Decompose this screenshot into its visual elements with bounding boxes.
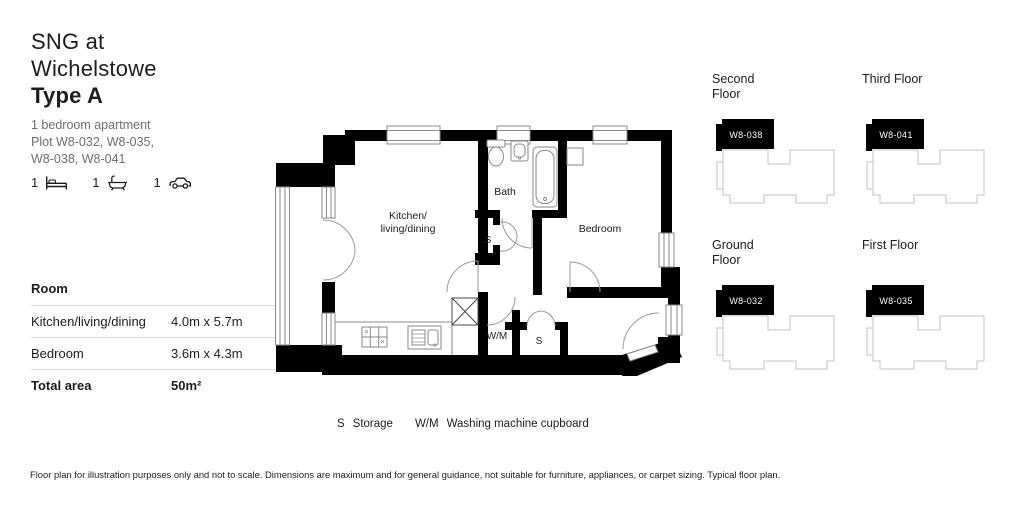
header-block: SNG at Wichelstowe Type A (31, 28, 157, 109)
car-icon (168, 175, 192, 190)
table-row-bedroom: Bedroom 3.6m x 4.3m (31, 338, 285, 370)
boiler-cupboard (451, 297, 479, 326)
total-area-value: 50m² (171, 378, 202, 393)
wm-door-arc (486, 296, 516, 326)
floor-locator-first: First Floor W8-035 (850, 238, 990, 370)
storage1-bifold-arcs (499, 221, 518, 252)
plot-list-line2: W8-038, W8-041 (31, 152, 126, 166)
plot-list-line1: Plot W8-032, W8-035, (31, 135, 154, 149)
storage2-label: S (536, 336, 543, 347)
legend-storage-label: Storage (352, 418, 393, 430)
table-row-kitchen: Kitchen/living/dining 4.0m x 5.7m (31, 306, 285, 338)
feature-parking: 1 (153, 175, 191, 190)
bathtub (532, 146, 558, 208)
parking-count: 1 (153, 175, 161, 190)
entry-door-gap (626, 344, 659, 362)
page-title-line1: SNG at (31, 29, 105, 54)
wm-label: W/M (487, 331, 508, 342)
plot-number: W8-041 (879, 130, 912, 140)
apartment-subtitle: 1 bedroom apartment (31, 118, 151, 132)
page-title-line2: Wichelstowe (31, 56, 157, 81)
bed-icon (45, 175, 68, 191)
plot-number: W8-038 (729, 130, 762, 140)
bedroom-door-arc (569, 261, 601, 293)
room-dimensions-table: Room Kitchen/living/dining 4.0m x 5.7m B… (31, 279, 285, 401)
patio-door-arc-bottom (322, 251, 356, 281)
floor-locator-second: Second Floor W8-038 (700, 72, 840, 204)
room-name: Kitchen/living/dining (31, 314, 146, 329)
room-dimensions: 4.0m x 5.7m (171, 314, 243, 329)
feature-bedrooms: 1 (31, 175, 68, 191)
storage1-label: S (485, 235, 492, 246)
bath-label: Bath (494, 186, 516, 198)
table-row-total-area: Total area 50m² (31, 370, 285, 401)
apartment-meta: 1 bedroom apartment Plot W8-032, W8-035,… (31, 117, 154, 168)
legend-wm-key: W/M (414, 418, 439, 430)
toilet (486, 139, 506, 167)
disclaimer-text: Floor plan for illustration purposes onl… (30, 469, 781, 480)
floor-name: Ground Floor (712, 238, 754, 267)
floor-plan-windows (275, 125, 683, 362)
basin (510, 140, 529, 162)
floor-plan-doors (322, 217, 660, 350)
floor-locator-third: Third Floor W8-041 (850, 72, 990, 204)
bedroom-wardrobe (566, 147, 584, 166)
feature-icons-row: 1 1 1 (31, 174, 192, 191)
bath-door-arc (501, 217, 533, 249)
floor-plan-fixtures (335, 139, 584, 355)
bedroom-label: Bedroom (579, 223, 622, 235)
bathroom-count: 1 (92, 175, 100, 190)
bath-icon (106, 174, 129, 191)
plot-number: W8-035 (879, 296, 912, 306)
table-header-room: Room (31, 279, 285, 306)
floor-name: Second Floor (712, 72, 755, 101)
room-name: Bedroom (31, 346, 84, 361)
floor-locator-ground: Ground Floor W8-032 (700, 238, 840, 370)
feature-bathrooms: 1 (92, 174, 129, 191)
sink (407, 325, 442, 350)
legend-wm-label: Washing machine cupboard (446, 418, 589, 430)
floor-name: Third Floor (862, 72, 923, 86)
total-area-label: Total area (31, 378, 92, 393)
floor-plan-labels: Kitchen/ living/dining Bath Bedroom S S … (381, 186, 622, 347)
room-dimensions: 3.6m x 4.3m (171, 346, 243, 361)
kitchen-label-line1: Kitchen/ (389, 210, 427, 222)
patio-door-arc-top (322, 219, 356, 253)
kitchen-door-arc (446, 260, 479, 293)
floor-plan-walls (276, 130, 682, 376)
floor-plan: Kitchen/ living/dining Bath Bedroom S S … (275, 125, 683, 376)
plan-legend: S Storage W/M Washing machine cupboard (337, 418, 589, 430)
kitchen-label-line2: living/dining (381, 223, 436, 235)
kitchen-counter (335, 321, 453, 355)
legend-storage-key: S (337, 418, 345, 430)
entry-door-arc (622, 312, 660, 350)
hob (361, 326, 388, 348)
storage2-bifold-arcs (526, 310, 556, 327)
apartment-type: Type A (31, 83, 104, 108)
bedroom-count: 1 (31, 175, 39, 190)
floor-name: First Floor (862, 238, 919, 252)
plot-number: W8-032 (729, 296, 762, 306)
